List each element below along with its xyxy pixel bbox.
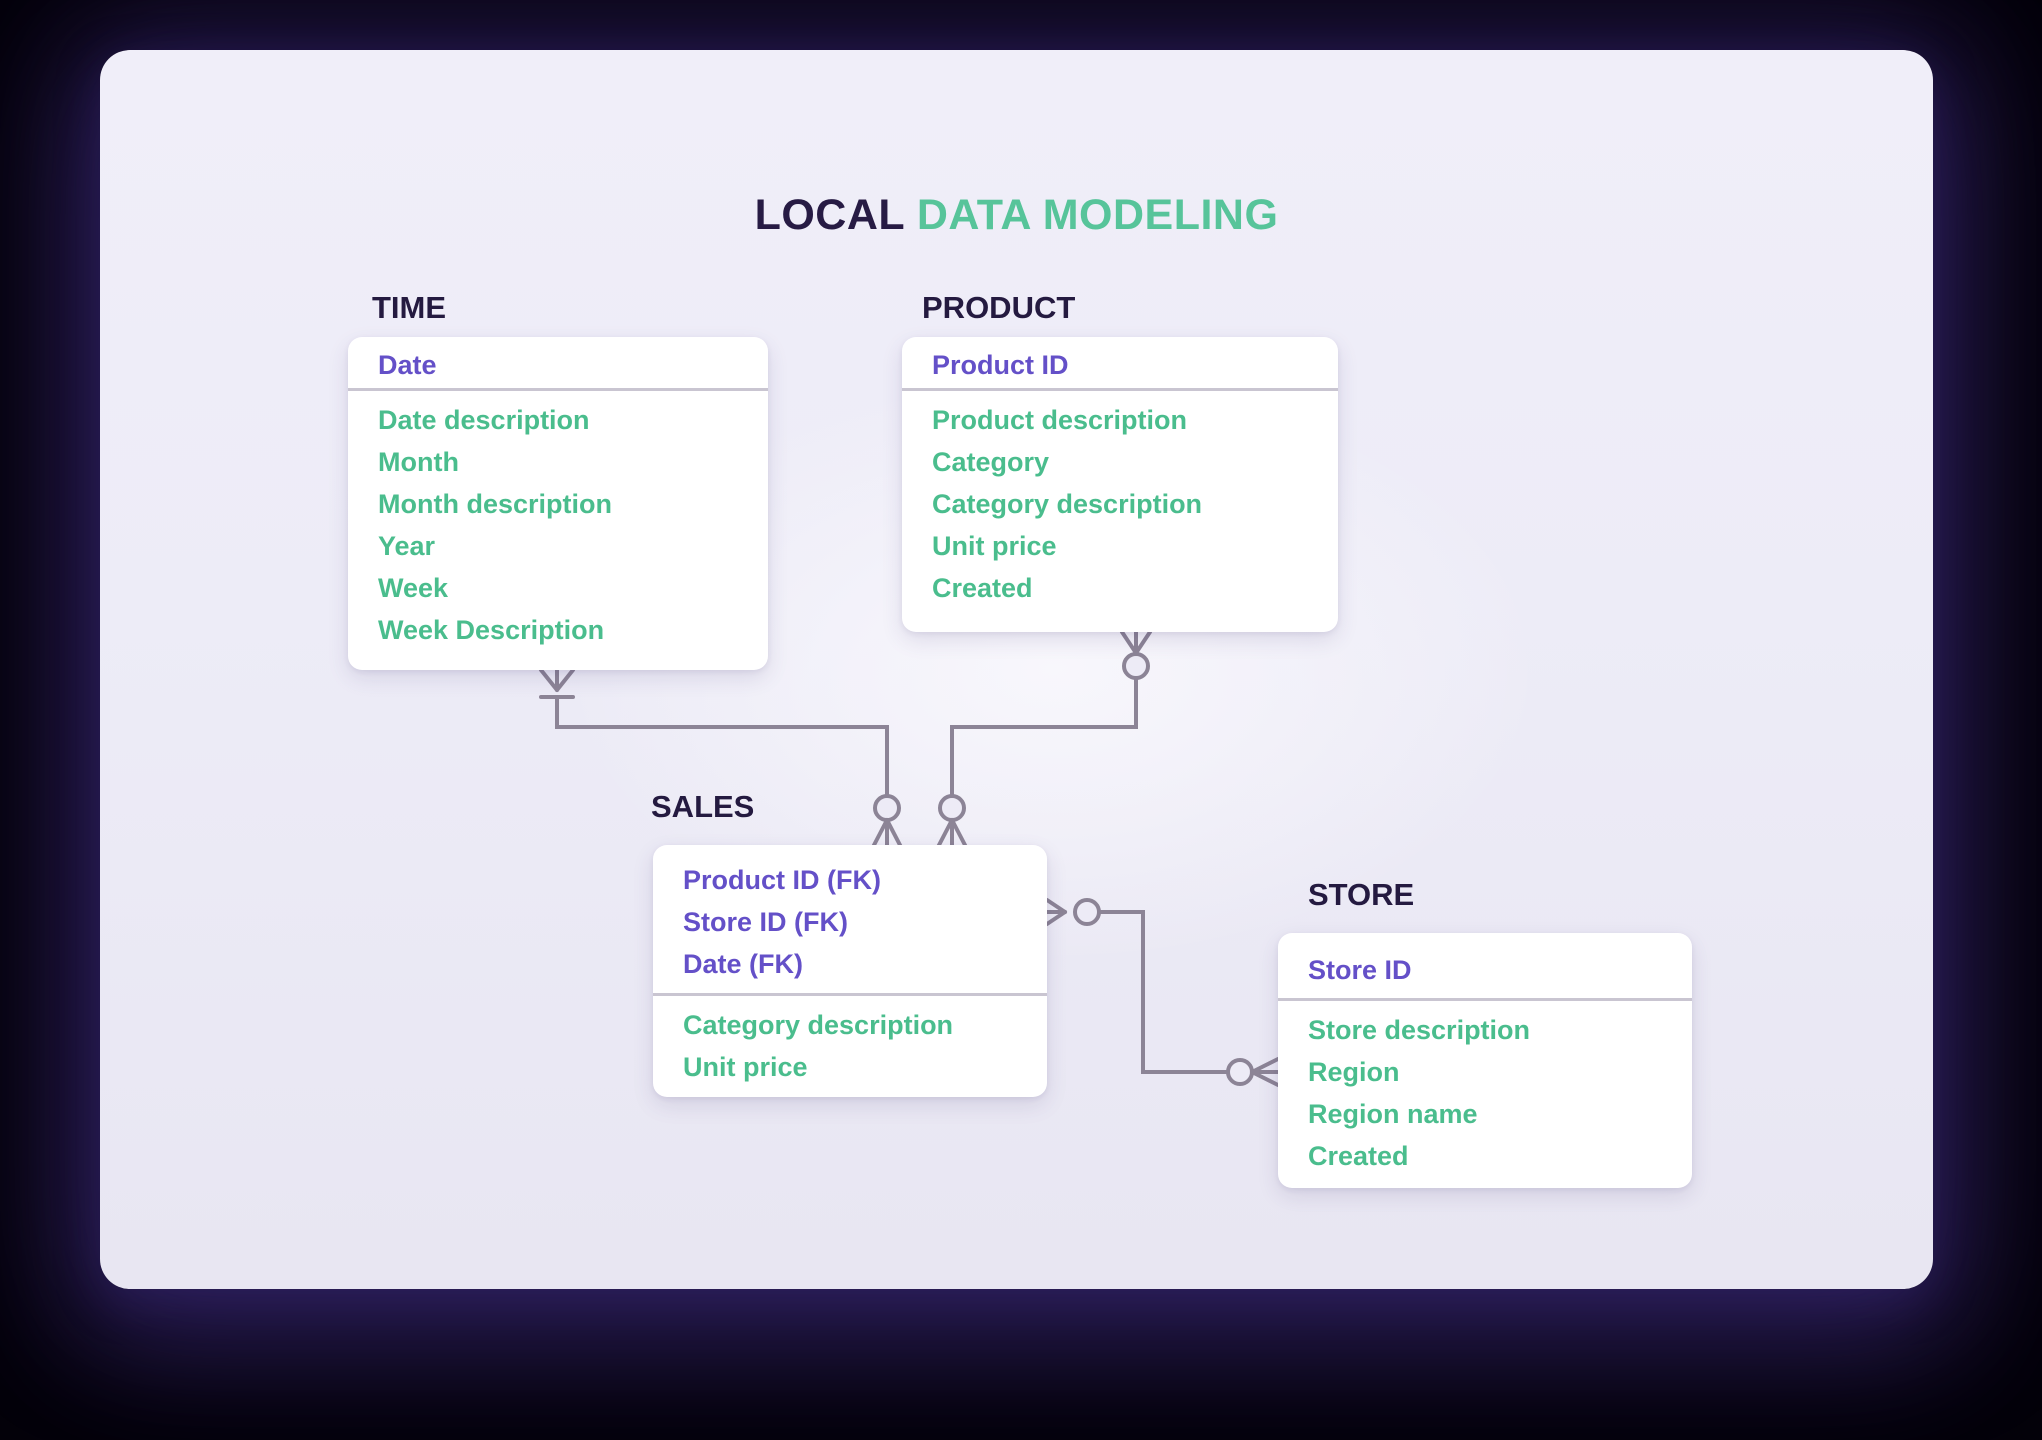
crow-foot-icon xyxy=(873,820,901,847)
field-product-key: Product ID xyxy=(932,350,1069,380)
field-store-key: Store ID xyxy=(1308,955,1412,985)
connector-sales-store xyxy=(1047,900,1278,1085)
zero-cardinality-icon xyxy=(1124,654,1148,678)
field: Unit price xyxy=(932,531,1057,561)
entity-product-keys: Product ID xyxy=(902,337,1338,388)
entity-label-sales: SALES xyxy=(651,789,755,824)
connector-line xyxy=(952,678,1136,796)
entity-store-keys: Store ID xyxy=(1278,933,1692,998)
divider xyxy=(348,388,768,391)
field-sales-key: Product ID (FK) xyxy=(683,865,881,895)
diagram-canvas: LOCAL DATA MODELING xyxy=(100,50,1933,1289)
zero-cardinality-icon xyxy=(940,796,964,820)
zero-cardinality-icon xyxy=(1075,900,1099,924)
entity-store-attributes: Store description Region Region name Cre… xyxy=(1278,1001,1692,1188)
entity-sales-keys: Product ID (FK) Store ID (FK) Date (FK) xyxy=(653,845,1047,993)
field: Region name xyxy=(1308,1099,1478,1129)
entity-product-attributes: Product description Category Category de… xyxy=(902,391,1338,632)
title-prefix: LOCAL xyxy=(754,191,905,239)
field: Week xyxy=(378,573,449,603)
field: Year xyxy=(378,531,436,561)
field: Unit price xyxy=(683,1052,808,1082)
crow-foot-icon xyxy=(1122,632,1150,653)
entity-sales-attributes: Category description Unit price xyxy=(653,996,1047,1097)
connector-product-sales xyxy=(938,632,1150,847)
crow-foot-icon xyxy=(1047,900,1065,924)
field-time-key: Date xyxy=(378,350,437,380)
crow-foot-icon xyxy=(541,670,573,690)
field: Month description xyxy=(378,489,612,519)
field-sales-key: Date (FK) xyxy=(683,949,803,979)
zero-cardinality-icon xyxy=(875,796,899,820)
entity-label-product: PRODUCT xyxy=(922,290,1076,325)
field: Created xyxy=(932,573,1033,603)
entity-sales[interactable]: Product ID (FK) Store ID (FK) Date (FK) … xyxy=(653,845,1047,1097)
divider xyxy=(1278,998,1692,1001)
field: Category xyxy=(932,447,1050,477)
field-sales-key: Store ID (FK) xyxy=(683,907,848,937)
divider xyxy=(653,993,1047,996)
entity-time[interactable]: Date Date description Month Month descri… xyxy=(348,337,768,670)
field: Store description xyxy=(1308,1015,1531,1045)
field: Product description xyxy=(932,405,1188,435)
field: Created xyxy=(1308,1141,1409,1171)
crow-foot-icon xyxy=(938,820,966,847)
connector-time-sales xyxy=(541,670,901,847)
connector-line xyxy=(557,697,887,796)
entity-label-time: TIME xyxy=(372,290,447,325)
entity-label-store: STORE xyxy=(1308,877,1415,912)
field: Week Description xyxy=(378,615,605,645)
field: Date description xyxy=(378,405,590,435)
entity-time-attributes: Date description Month Month description… xyxy=(348,391,768,670)
field: Region xyxy=(1308,1057,1400,1087)
entity-time-keys: Date xyxy=(348,337,768,388)
field: Category description xyxy=(683,1010,954,1040)
title-highlight: DATA MODELING xyxy=(916,191,1279,239)
connector-line xyxy=(1099,912,1228,1072)
field: Category description xyxy=(932,489,1203,519)
entity-store[interactable]: Store ID Store description Region Region… xyxy=(1278,933,1692,1188)
field: Month xyxy=(378,447,459,477)
page-title: LOCAL DATA MODELING xyxy=(100,191,1933,240)
crow-foot-icon xyxy=(1252,1059,1278,1085)
divider xyxy=(902,388,1338,391)
entity-product[interactable]: Product ID Product description Category … xyxy=(902,337,1338,632)
zero-cardinality-icon xyxy=(1228,1060,1252,1084)
